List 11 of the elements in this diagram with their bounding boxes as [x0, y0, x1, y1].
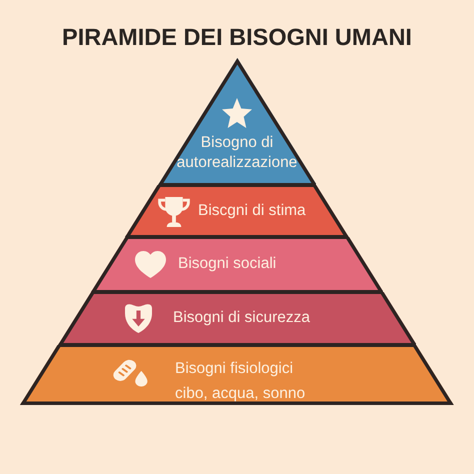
pyramid-level	[90, 237, 384, 292]
pyramid-level	[58, 292, 416, 345]
pyramid-level	[20, 345, 454, 405]
title: PIRAMIDE DEI BISOGNI UMANI	[61, 23, 413, 52]
level-label: Bisogno di autorealizzazione	[176, 133, 298, 173]
level-label: Bisogni di sicurezza	[173, 308, 310, 328]
level-label: Bisogni fisiologici	[175, 359, 294, 379]
level-label: Biscgni di stima	[198, 201, 306, 221]
level-description: cibo, acqua, sonno	[175, 384, 306, 404]
level-label: Bisogni sociali	[178, 254, 276, 274]
pyramid-level	[158, 58, 316, 185]
